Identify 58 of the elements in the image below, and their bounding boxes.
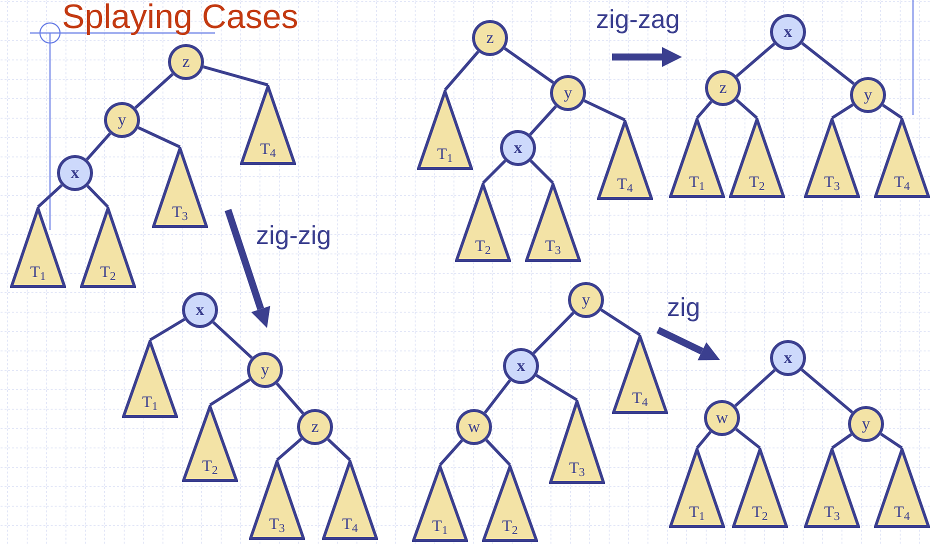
subtree-triangle: T$_{4}$ — [612, 335, 668, 414]
subtree-triangle: T$_{1}$ — [417, 90, 473, 170]
tree-edge — [482, 160, 506, 184]
subtree-triangle: T$_{2}$ — [182, 405, 238, 482]
tree-edge — [880, 432, 903, 450]
subtree-triangle: T$_{3}$ — [549, 400, 605, 484]
operation-label: zig-zag — [596, 4, 680, 34]
title: Splaying Cases — [62, 0, 298, 36]
tree-edge — [800, 368, 854, 414]
tree-edge — [736, 98, 758, 120]
tree-edge — [36, 184, 63, 208]
tree-edge — [882, 104, 903, 120]
subtree-triangle: T$_{2}$ — [455, 183, 511, 262]
subtree-triangle: T$_{4}$ — [322, 460, 378, 540]
tree-edge — [696, 100, 712, 119]
subtree-triangle: T$_{3}$ — [804, 448, 860, 528]
tree-edge — [438, 439, 464, 466]
tree-edge — [86, 132, 112, 161]
subtree-triangle: T$_{2}$ — [732, 448, 788, 528]
tree-edge — [734, 369, 776, 407]
tree-edge — [801, 42, 855, 86]
tree-edge — [276, 438, 302, 462]
subtree-triangle: T$_{3}$ — [804, 118, 860, 198]
subtree-triangle: T$_{4}$ — [240, 85, 296, 165]
operation-label: zig — [667, 292, 700, 322]
tree-edge — [327, 438, 352, 462]
subtree-triangle: T$_{3}$ — [249, 460, 305, 540]
tree-edge — [484, 379, 512, 414]
subtree-triangle: T$_{4}$ — [597, 120, 653, 200]
tree-edge — [736, 42, 776, 78]
subtree-triangle: T$_{2}$ — [80, 207, 136, 288]
tree-edge — [532, 312, 574, 354]
tree-edge — [134, 72, 174, 110]
tree-edge — [444, 50, 480, 91]
subtree-triangle: T$_{2}$ — [482, 465, 538, 542]
tree-edge — [276, 382, 304, 414]
tree-edge — [530, 160, 554, 184]
tree-edge — [696, 430, 712, 449]
subtree-triangle: T$_{1}$ — [669, 448, 725, 528]
tree-edge — [529, 105, 557, 136]
subtree-triangle: T$_{2}$ — [729, 118, 785, 198]
operation-label: zig-zig — [256, 220, 332, 250]
tree-edge — [504, 47, 554, 84]
tree-edge — [831, 433, 852, 450]
tree-edge — [202, 65, 268, 86]
subtree-triangle: T$_{4}$ — [874, 448, 930, 528]
subtree-triangle: T$_{3}$ — [152, 147, 208, 228]
subtree-triangle: T$_{1}$ — [412, 465, 468, 542]
tree-edge — [600, 308, 641, 336]
tree-edge — [536, 374, 578, 402]
subtree-triangle: T$_{1}$ — [669, 118, 725, 198]
subtree-triangle: T$_{1}$ — [122, 340, 178, 418]
subtree-triangle: T$_{3}$ — [525, 183, 581, 262]
tree-edge — [485, 439, 512, 466]
tree-edge — [86, 184, 110, 208]
subtree-triangle: T$_{1}$ — [10, 207, 66, 288]
tree-edge — [212, 321, 253, 359]
subtree-triangle: T$_{4}$ — [874, 118, 930, 198]
